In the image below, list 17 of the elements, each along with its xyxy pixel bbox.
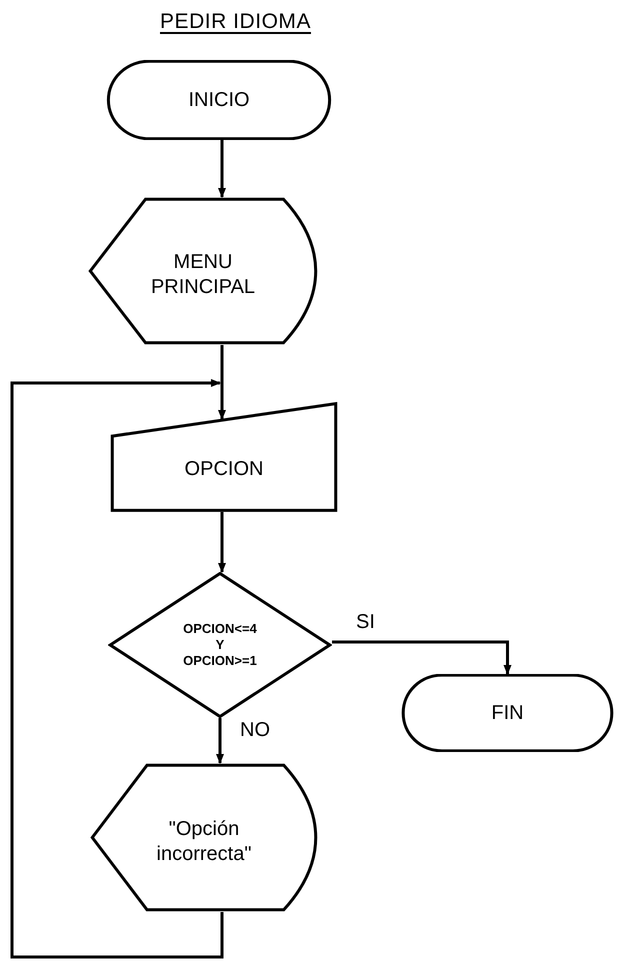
arrow <box>218 140 226 198</box>
arrow <box>218 345 226 420</box>
decision-diamond <box>108 572 332 718</box>
arrow <box>332 640 512 675</box>
arrow <box>218 512 226 573</box>
arrow <box>216 718 224 764</box>
node-text: OPCION<=4 Y OPCION>=1 <box>182 620 258 670</box>
node-text: FIN <box>491 700 524 726</box>
diagram-title: PEDIR IDIOMA <box>160 9 311 35</box>
node-text: "Opción incorrecta" <box>156 816 252 866</box>
manual-input-shape <box>110 402 338 512</box>
arrow <box>10 379 224 958</box>
node-text: INICIO <box>188 88 250 112</box>
node-text: OPCION <box>184 456 264 482</box>
display-shape <box>90 763 318 912</box>
display-shape <box>88 197 318 345</box>
node-text: MENU PRINCIPAL <box>150 250 256 300</box>
